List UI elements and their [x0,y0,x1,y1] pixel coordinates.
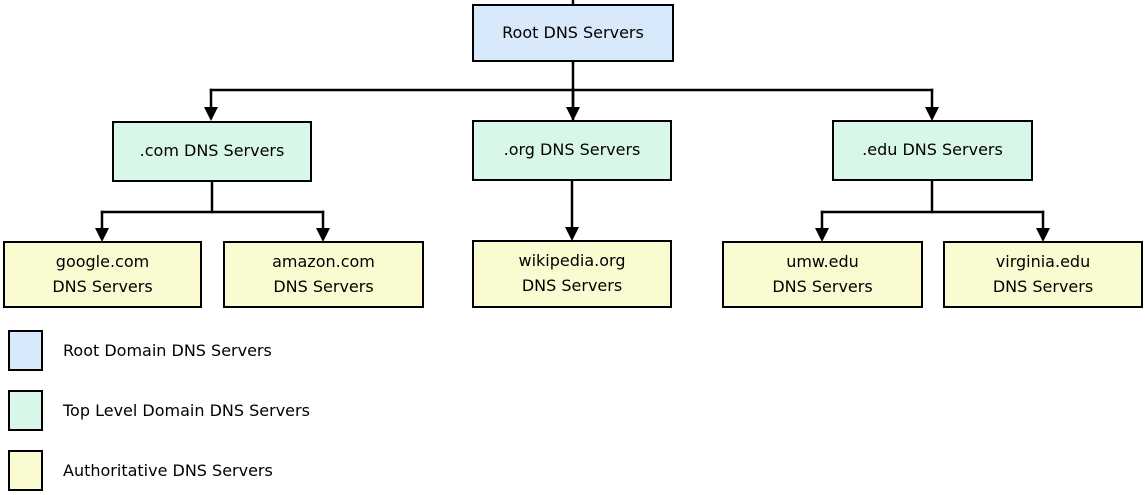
legend-label: Authoritative DNS Servers [63,461,273,480]
legend-swatch-top-level-domain [8,390,43,431]
node-label-line2: DNS Servers [772,276,873,296]
arrowhead-umw [815,228,829,242]
legend-item-top-level-domain: Top Level Domain DNS Servers [8,390,310,431]
legend-label: Root Domain DNS Servers [63,341,272,360]
arrowhead-google [95,228,109,242]
arrowhead-org [566,107,580,121]
node-label-line1: virginia.edu [995,251,1091,271]
arrowhead-wikipedia [565,227,579,241]
node-root-dns-servers: Root DNS Servers [472,4,674,62]
node-label-line1: google.com [55,251,150,271]
node-label: .edu DNS Servers [862,140,1003,160]
legend-item-authoritative: Authoritative DNS Servers [8,450,273,491]
legend-label: Top Level Domain DNS Servers [63,401,310,420]
legend-swatch-root-domain [8,330,43,371]
arrowhead-virginia [1036,228,1050,242]
arrowhead-com [204,107,218,121]
legend-item-root-domain: Root Domain DNS Servers [8,330,272,371]
legend-swatch-authoritative [8,450,43,491]
node-label: .com DNS Servers [139,141,285,161]
node-label-line2: DNS Servers [52,276,153,296]
node-label-line1: amazon.com [272,251,375,271]
arrowhead-amazon [316,228,330,242]
arrowhead-edu [925,107,939,121]
node-org-dns-servers: .org DNS Servers [472,120,672,181]
node-umw-dns-servers: umw.edu DNS Servers [722,241,923,308]
node-com-dns-servers: .com DNS Servers [112,121,312,182]
node-label-line1: umw.edu [786,251,859,271]
node-google-dns-servers: google.com DNS Servers [3,241,202,308]
node-label: .org DNS Servers [503,140,641,160]
node-label-line1: wikipedia.org [518,251,626,271]
node-label-line2: DNS Servers [992,276,1094,296]
node-amazon-dns-servers: amazon.com DNS Servers [223,241,424,308]
node-label-line2: DNS Servers [273,276,374,296]
node-wikipedia-dns-servers: wikipedia.org DNS Servers [472,240,672,308]
node-label: Root DNS Servers [502,22,644,42]
node-edu-dns-servers: .edu DNS Servers [832,120,1033,181]
node-label-line2: DNS Servers [521,276,623,295]
node-virginia-dns-servers: virginia.edu DNS Servers [943,241,1143,308]
